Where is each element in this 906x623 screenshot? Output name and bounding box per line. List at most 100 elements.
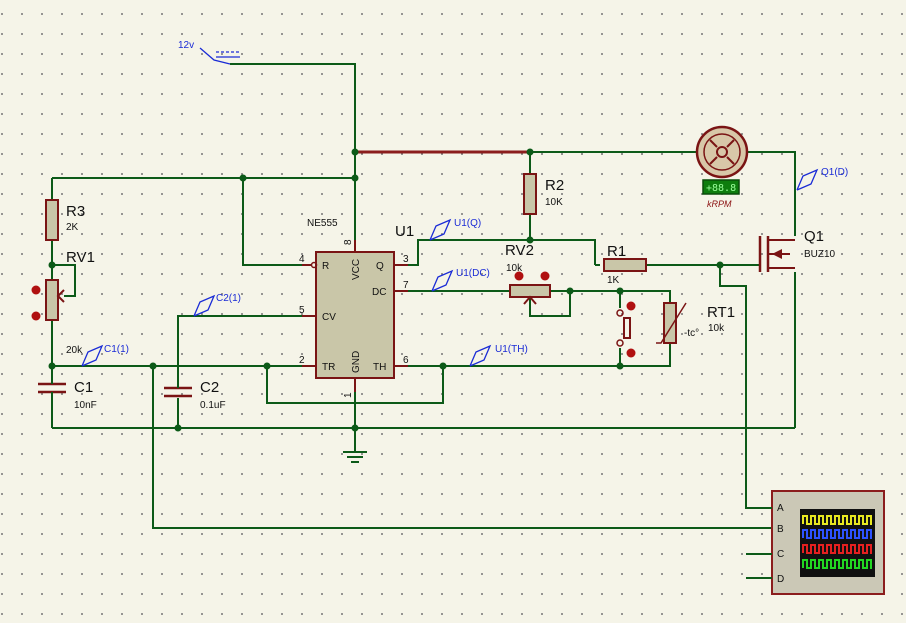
scope-trace-d — [802, 559, 872, 569]
probe-q-label: U1(Q) — [454, 218, 481, 229]
capacitor-c1[interactable]: C1 10nF — [38, 379, 97, 411]
scope-channel-b: B — [777, 524, 784, 535]
wire-rv2-wiper[interactable] — [529, 291, 571, 317]
rv1-ref: RV1 — [66, 249, 95, 266]
rv2-inc-button[interactable] — [514, 271, 524, 281]
wire-rv1-wiper[interactable] — [52, 264, 76, 297]
probe-c1[interactable]: C1(1) — [81, 344, 129, 367]
rt1-value: 10k — [708, 323, 725, 334]
probe-u1-q[interactable]: U1(Q) — [429, 218, 481, 241]
scope-trace-b — [802, 529, 872, 539]
pin-tr-label: TR — [322, 362, 335, 373]
junction-dot — [48, 261, 56, 269]
pin-cv-label: CV — [322, 312, 336, 323]
wire-gate-scope[interactable] — [719, 265, 772, 509]
c1-ref: C1 — [74, 379, 93, 396]
resistor-r1[interactable]: R1 1K — [603, 243, 647, 286]
wire-reset[interactable] — [242, 178, 302, 266]
ic-ref-label: U1 — [395, 223, 414, 240]
scope-channel-c: C — [777, 549, 784, 560]
r1-ref: R1 — [607, 243, 626, 260]
r2-ref: R2 — [545, 177, 564, 194]
rt1-symbol: -tc° — [684, 328, 699, 339]
ic-body[interactable] — [315, 251, 395, 379]
wire-cv[interactable] — [177, 315, 302, 384]
pin-r-label: R — [322, 261, 329, 272]
ne555-ic[interactable]: R CV TR Q DC TH VCC GND 4 5 2 3 7 6 8 1 … — [299, 218, 414, 398]
rpm-unit: kRPM — [707, 199, 732, 209]
r2-value: 10K — [545, 197, 563, 208]
potentiometer-rv1[interactable]: RV1 20k — [31, 249, 95, 356]
rpm-display — [702, 179, 740, 195]
junction-dot — [716, 261, 724, 269]
resistor-r2[interactable]: R2 10K — [523, 173, 564, 215]
wire-rt1-top[interactable] — [620, 290, 671, 303]
junction-dot — [263, 362, 271, 370]
mosfet-q1[interactable]: Q1 BUZ10 — [758, 228, 836, 272]
rt1-ref: RT1 — [707, 304, 735, 321]
pin-gnd-label: GND — [351, 351, 362, 373]
junction-dot — [566, 287, 574, 295]
wire-12v-vcc[interactable] — [230, 63, 356, 250]
junction-dot — [239, 174, 247, 182]
resistor-r3[interactable]: R3 2K — [45, 199, 85, 241]
probe-c2-label: C2(1) — [216, 293, 241, 304]
q1-ref: Q1 — [804, 228, 824, 245]
probe-c1-label: C1(1) — [104, 344, 129, 355]
thermistor-rt1[interactable]: RT1 10k -tc° — [656, 302, 735, 344]
junction-dot — [149, 362, 157, 370]
probe-u1-dc[interactable]: U1(DC) — [431, 268, 490, 292]
c2-ref: C2 — [200, 379, 219, 396]
push-switch[interactable] — [616, 301, 636, 358]
rv1-inc-button[interactable] — [31, 285, 41, 295]
wire-rt1-bot[interactable] — [620, 343, 671, 367]
junction-dot — [526, 236, 534, 244]
capacitor-c2[interactable]: C2 0.1uF — [164, 379, 226, 411]
scope-trace-a — [802, 515, 872, 525]
pin-number-8: 8 — [343, 239, 354, 245]
power-terminal-12v[interactable]: 12v — [178, 40, 240, 65]
junction-dot — [439, 362, 447, 370]
power-label: 12v — [178, 40, 194, 51]
pin-number-7: 7 — [403, 280, 409, 291]
junction-dot — [48, 362, 56, 370]
wire-tr-scope[interactable] — [152, 366, 772, 529]
scope-trace-c — [802, 544, 872, 554]
junction-dot — [526, 148, 534, 156]
scope-channel-a: A — [777, 503, 784, 514]
oscilloscope[interactable]: A B C D — [746, 490, 885, 595]
probe-q1-label: Q1(D) — [821, 167, 848, 178]
ground-symbol — [343, 451, 367, 463]
probe-th-label: U1(TH) — [495, 344, 528, 355]
oscilloscope-traces — [802, 515, 872, 569]
r3-value: 2K — [66, 222, 79, 233]
switch-bottom-button[interactable] — [626, 348, 636, 358]
rpm-display-text: +88.8 — [706, 183, 736, 194]
wire-q-out[interactable] — [394, 239, 596, 266]
pin-dc-label: DC — [372, 287, 386, 298]
pin-q-label: Q — [376, 261, 384, 272]
pin-th-label: TH — [373, 362, 386, 373]
probe-dc-label: U1(DC) — [456, 268, 490, 279]
rv1-value: 20k — [66, 345, 83, 356]
junction-dot — [616, 362, 624, 370]
wire-motor-out[interactable] — [746, 151, 796, 236]
potentiometer-rv2[interactable]: RV2 10k — [505, 242, 551, 305]
junctions — [48, 148, 724, 432]
c1-value: 10nF — [74, 400, 97, 411]
probe-q1-d[interactable]: Q1(D) — [796, 167, 848, 191]
probe-c2[interactable]: C2(1) — [193, 293, 241, 317]
junction-dot — [351, 148, 359, 156]
switch-top-button[interactable] — [626, 301, 636, 311]
dc-motor[interactable]: +88.8 kRPM — [695, 125, 749, 209]
junction-dot — [351, 424, 359, 432]
pin-number-3: 3 — [403, 254, 409, 265]
probe-u1-th[interactable]: U1(TH) — [469, 344, 528, 367]
ic-part-label: NE555 — [307, 218, 338, 229]
rv2-dec-button[interactable] — [540, 271, 550, 281]
c2-value: 0.1uF — [200, 400, 226, 411]
rv2-value: 10k — [506, 263, 523, 274]
rv1-dec-button[interactable] — [31, 311, 41, 321]
